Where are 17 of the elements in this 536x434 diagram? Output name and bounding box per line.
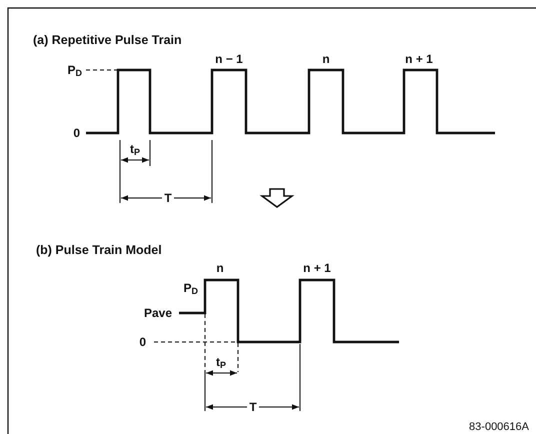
level-label: 0: [139, 335, 146, 349]
dimension-label: t$_{P}$: [216, 355, 226, 369]
pulse-index-label: n + 1: [405, 52, 433, 66]
pulse-index-label: n: [216, 261, 224, 275]
panel-heading: (a) Repetitive Pulse Train: [33, 33, 182, 47]
pulse-index-label: n: [322, 52, 330, 66]
level-label: Pave: [144, 306, 172, 320]
level-label: 0: [73, 126, 80, 140]
level-label: P$_{D}$: [67, 63, 82, 77]
dimension-label: t$_{P}$: [130, 142, 140, 156]
level-label: P$_{D}$: [183, 281, 198, 295]
pulse-index-label: n + 1: [303, 261, 331, 275]
panel-heading: (b) Pulse Train Model: [36, 243, 162, 257]
dimension-label: T: [249, 400, 257, 414]
figure-number: 83-000616A: [469, 420, 529, 434]
dimension-label: T: [164, 191, 172, 205]
pulse-index-label: n − 1: [215, 52, 243, 66]
